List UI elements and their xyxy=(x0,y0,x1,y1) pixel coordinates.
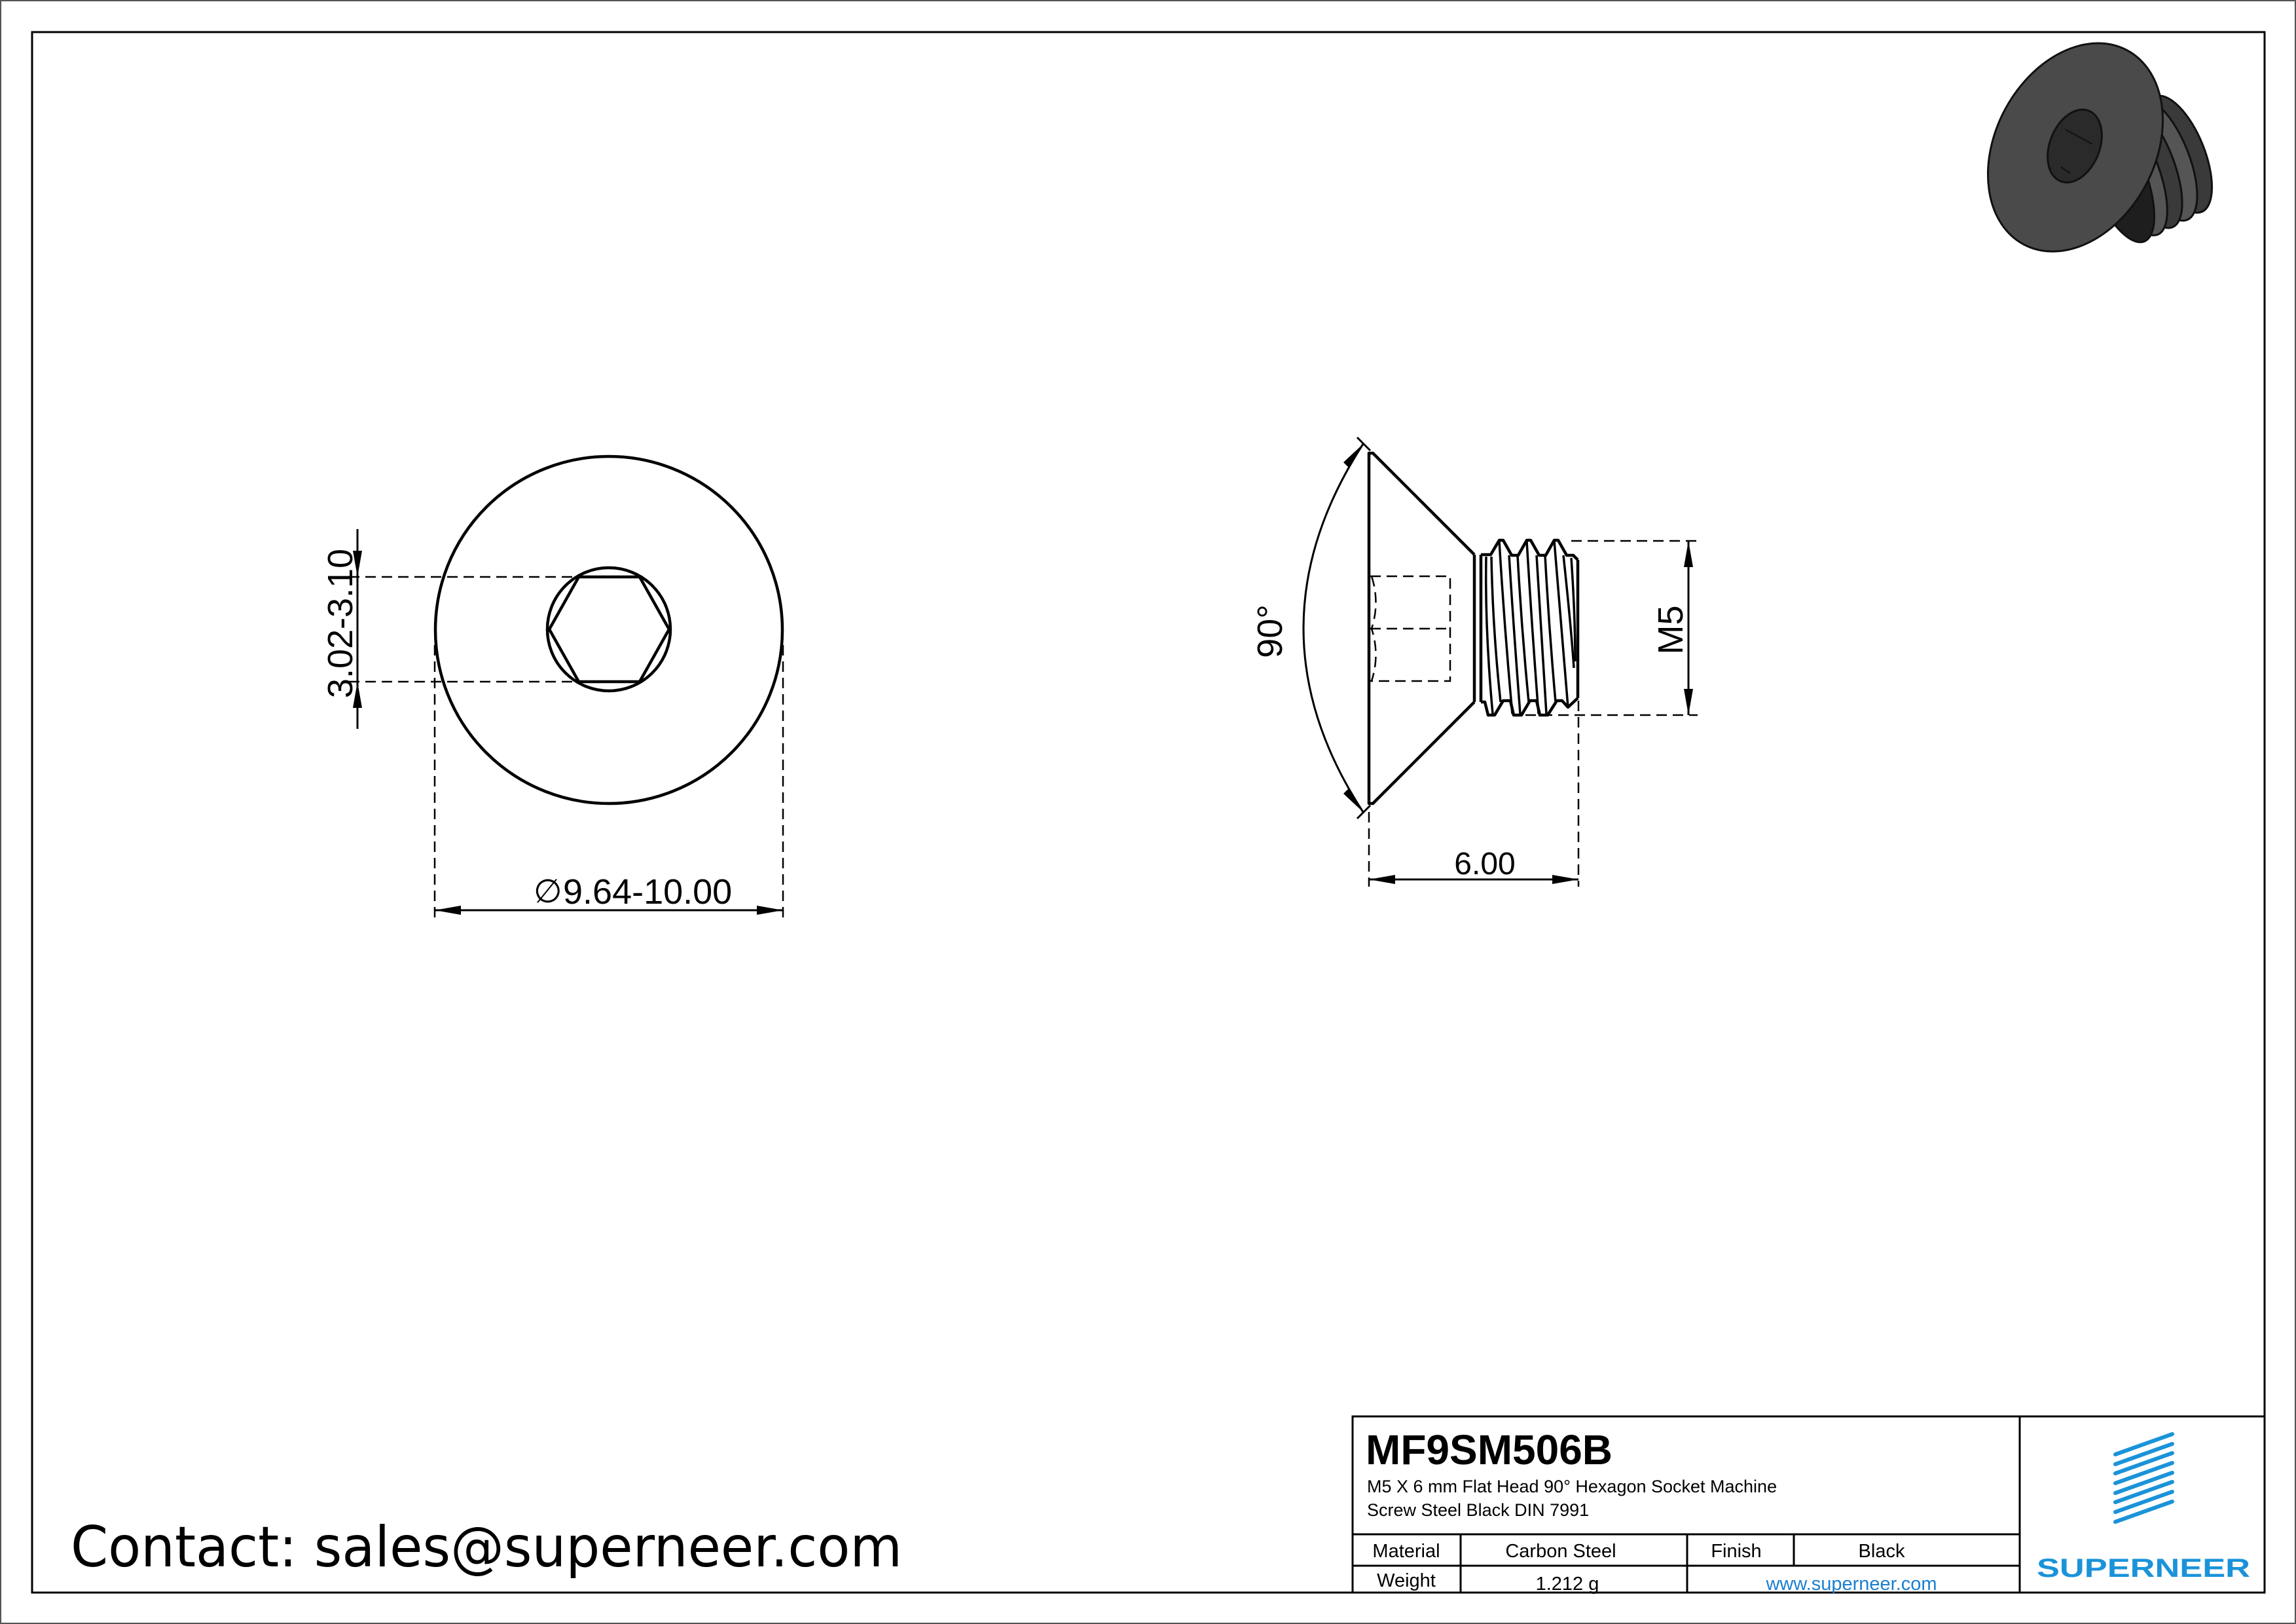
finish-label: Finish xyxy=(1711,1541,1761,1562)
finish-value: Black xyxy=(1859,1541,1905,1562)
diameter-dimension-label: 9.64-10.00 xyxy=(563,872,732,912)
iso-view-screw-icon xyxy=(1986,42,2214,253)
length-dimension-label: 6.00 xyxy=(1454,847,1515,881)
diameter-symbol: ∅ xyxy=(534,873,562,910)
head-profile xyxy=(1367,451,1476,805)
material-value: Carbon Steel xyxy=(1505,1541,1616,1562)
description-line-1: M5 X 6 mm Flat Head 90° Hexagon Socket M… xyxy=(1367,1477,1777,1496)
front-view: 3.02-3.10 ∅ 9.64-10.00 xyxy=(321,454,784,918)
angle-arc xyxy=(1302,443,1364,813)
thread-top-profile xyxy=(1481,538,1579,561)
socket-circle xyxy=(545,566,672,693)
contact-email: Contact: sales@superneer.com xyxy=(71,1515,902,1580)
socket-dimension-label: 3.02-3.10 xyxy=(321,549,360,698)
title-block: MF9SM506B M5 X 6 mm Flat Head 90° Hexago… xyxy=(1351,1415,2266,1595)
website-link[interactable]: www.superneer.com xyxy=(1765,1574,1937,1595)
weight-label: Weight xyxy=(1377,1570,1436,1591)
inner-border xyxy=(31,31,2266,1594)
superneer-logo-icon xyxy=(2113,1432,2174,1524)
thread-dimension-label: M5 xyxy=(1651,605,1690,654)
angle-dimension-label: 90° xyxy=(1250,604,1290,658)
head-outline xyxy=(433,454,784,805)
thread-helix-lines xyxy=(1484,540,1576,714)
side-view: 90° M5 6.00 xyxy=(1250,436,1698,887)
logo-wordmark: SUPERNEER xyxy=(2037,1554,2250,1583)
material-label: Material xyxy=(1372,1541,1440,1562)
thread-bottom-profile xyxy=(1481,697,1579,717)
part-number: MF9SM506B xyxy=(1366,1426,1613,1473)
description-line-2: Screw Steel Black DIN 7991 xyxy=(1367,1500,1589,1520)
weight-value: 1.212 g xyxy=(1536,1574,1599,1595)
hex-socket-icon xyxy=(547,575,671,684)
